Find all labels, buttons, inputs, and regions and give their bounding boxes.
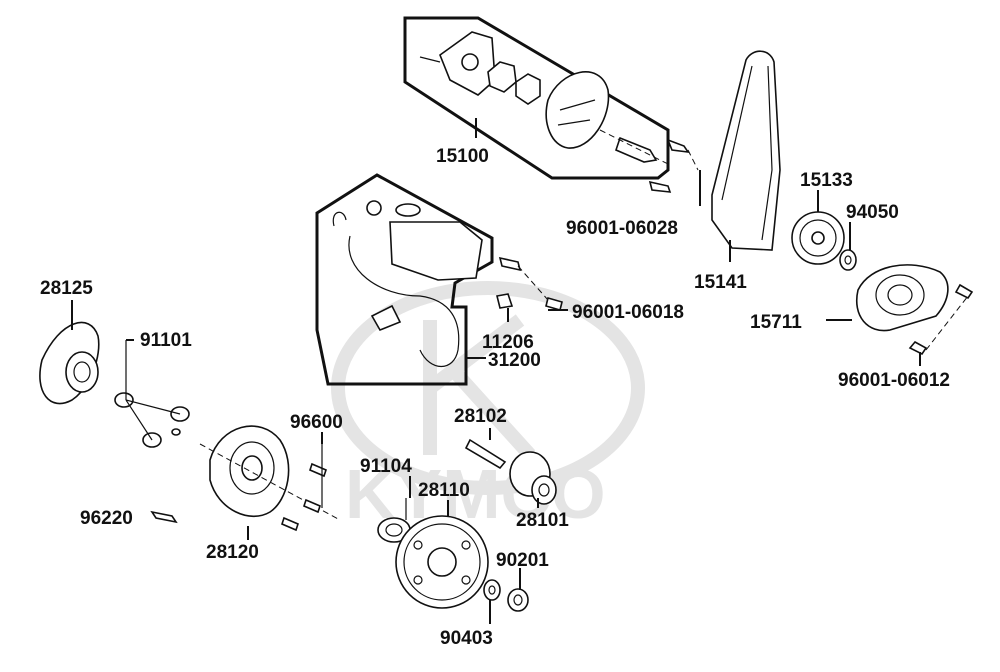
starter-motor-group-outline: [315, 173, 494, 386]
leader-lines: [71, 118, 921, 624]
label-11206[interactable]: 11206: [482, 332, 534, 353]
label-28125[interactable]: 28125: [40, 278, 93, 299]
label-96220[interactable]: 96220: [80, 508, 133, 529]
label-28102[interactable]: 28102: [454, 406, 507, 427]
label-90403[interactable]: 90403: [440, 628, 493, 649]
oil-pump-group-outline: [403, 16, 670, 180]
starter-clutch-flange: [39, 321, 100, 405]
sprocket-washer: [839, 249, 857, 271]
label-28110[interactable]: 28110: [418, 480, 470, 501]
label-15141[interactable]: 15141: [694, 272, 747, 293]
label-96600[interactable]: 96600: [290, 412, 343, 433]
clutch-rollers: [114, 340, 190, 448]
label-94050[interactable]: 94050: [846, 202, 899, 223]
label-91101[interactable]: 91101: [140, 330, 192, 351]
label-96001-06018[interactable]: 96001-06018: [572, 302, 684, 323]
label-28101[interactable]: 28101: [516, 510, 569, 531]
label-90201[interactable]: 90201: [496, 550, 549, 571]
woodruff-key: [150, 510, 178, 524]
oil-pump-assembly: [419, 31, 671, 166]
tensioner-cover: [855, 264, 974, 356]
starter-motor: [332, 200, 563, 367]
label-96001-06028[interactable]: 96001-06028: [566, 218, 678, 239]
label-15711[interactable]: 15711: [750, 312, 802, 333]
label-96001-06012[interactable]: 96001-06012: [838, 370, 950, 391]
clutch-bolts: [281, 432, 327, 532]
part-labels: 15100 96001-06028 15141 15133 94050 1571…: [40, 146, 950, 649]
label-15100[interactable]: 15100: [436, 146, 489, 167]
idle-gear: [509, 451, 557, 505]
starter-driven-gear: [395, 515, 489, 609]
gear-washer: [483, 579, 501, 601]
oil-pump-bolts: [648, 138, 699, 193]
idle-gear-shaft: [464, 438, 507, 470]
label-91104[interactable]: 91104: [360, 456, 412, 477]
cam-chain: [711, 50, 781, 251]
label-31200[interactable]: 31200: [488, 350, 541, 371]
gear-nut: [507, 588, 529, 612]
label-15133[interactable]: 15133: [800, 170, 853, 191]
cam-sprocket: [791, 211, 845, 265]
label-28120[interactable]: 28120: [206, 542, 259, 563]
